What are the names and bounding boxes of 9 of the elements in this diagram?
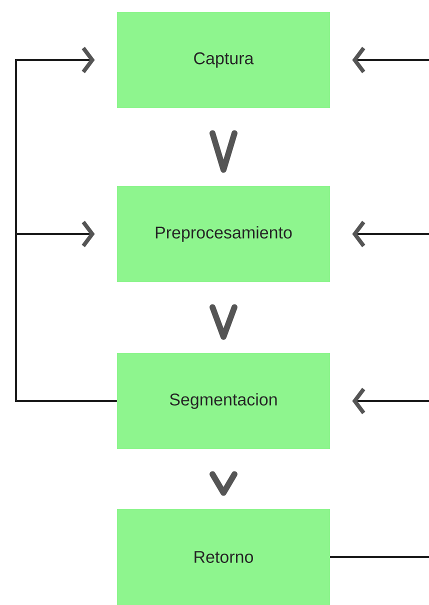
- arrow: [330, 46, 429, 558]
- process-box: Retorno: [117, 509, 330, 605]
- arrow: [15, 220, 117, 402]
- process-box: Captura: [117, 12, 330, 108]
- arrow: [210, 130, 238, 173]
- arrow: [210, 471, 238, 496]
- arrow: [210, 304, 238, 340]
- process-box: Preprocesamiento: [117, 186, 330, 282]
- process-box: Segmentacion: [117, 353, 330, 449]
